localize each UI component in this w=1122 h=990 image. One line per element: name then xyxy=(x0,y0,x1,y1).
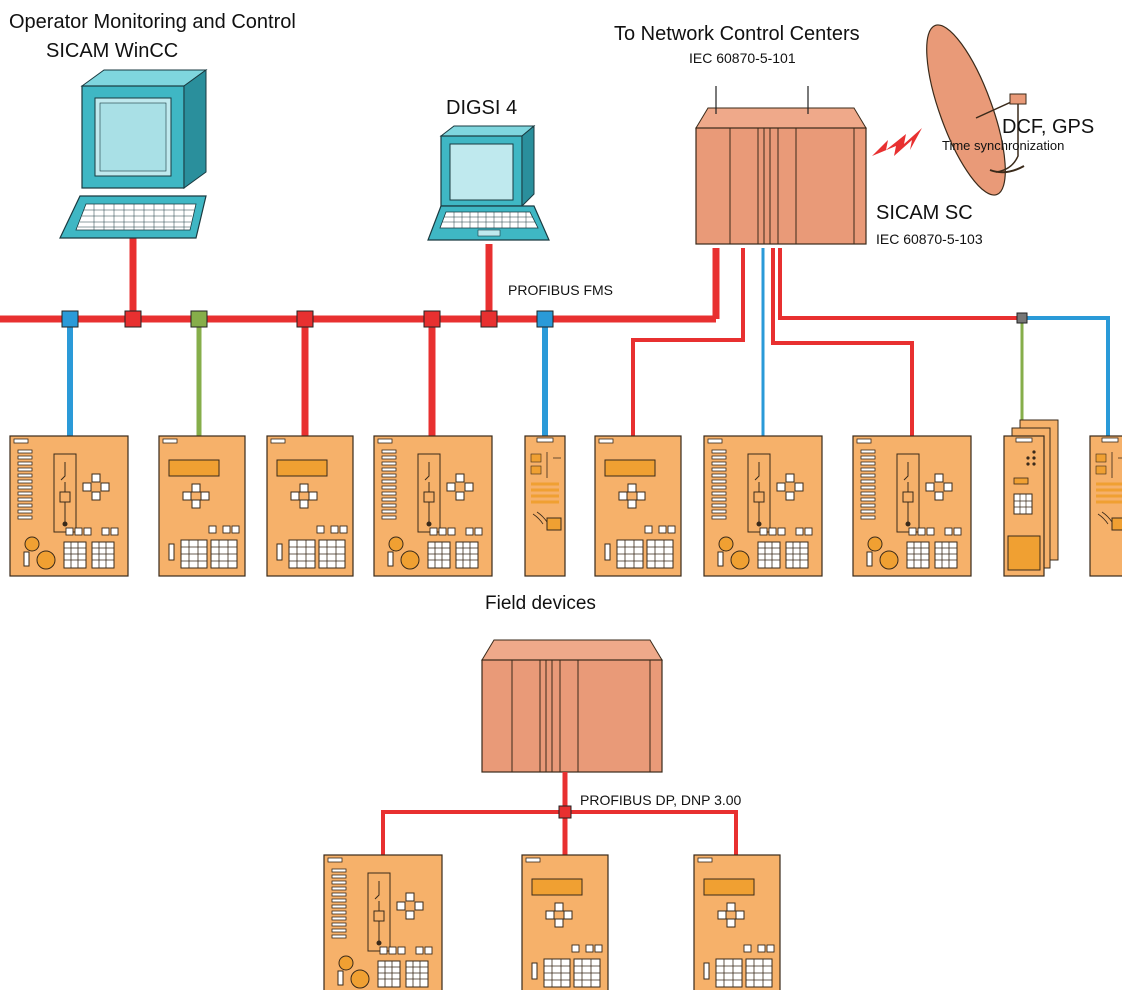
lightning-signal-icon xyxy=(872,128,922,156)
sicam-sc-controller-icon xyxy=(695,86,867,245)
field-device-6 xyxy=(594,435,682,577)
sc-device-links xyxy=(631,248,1110,436)
sub-controller-icon xyxy=(481,639,663,773)
field-device-2 xyxy=(158,435,246,577)
bottom-field-device-2 xyxy=(521,854,609,990)
field-device-9 xyxy=(1003,419,1059,577)
profibus-fms-bus xyxy=(0,248,720,323)
field-device-10 xyxy=(1088,434,1122,578)
digsi-label: DIGSI 4 xyxy=(446,97,518,119)
dp-bus-junction xyxy=(558,805,572,819)
network-control-title: To Network Control Centers xyxy=(614,23,860,45)
bottom-field-device-3 xyxy=(693,854,781,990)
dcf-gps-label: DCF, GPS xyxy=(1002,116,1095,138)
time-sync-label: Time synchronization xyxy=(942,138,1065,153)
profibus-fms-label: PROFIBUS FMS xyxy=(508,282,614,298)
operator-title-line1: Operator Monitoring and Control xyxy=(9,11,296,33)
sicam-protocol-label: IEC 60870-5-103 xyxy=(876,231,983,247)
profibus-dp-label: PROFIBUS DP, DNP 3.00 xyxy=(580,792,742,808)
field-device-3 xyxy=(266,435,354,577)
field-device-8 xyxy=(852,435,972,577)
laptop-icon xyxy=(427,124,550,241)
bottom-field-device-1 xyxy=(323,854,443,990)
field-device-4 xyxy=(373,435,493,577)
desktop-computer-icon xyxy=(59,69,208,239)
field-devices-label: Field devices xyxy=(485,593,596,614)
field-device-7 xyxy=(703,435,823,577)
operator-title-line2: SICAM WinCC xyxy=(46,40,179,62)
field-device-1 xyxy=(9,435,129,577)
field-device-5 xyxy=(523,434,567,578)
bus-junctions xyxy=(61,310,1028,328)
network-protocol-label: IEC 60870-5-101 xyxy=(689,50,796,66)
satellite-dish-icon xyxy=(926,24,1027,196)
sicam-sc-label: SICAM SC xyxy=(876,202,973,224)
top-droplines xyxy=(67,236,548,436)
